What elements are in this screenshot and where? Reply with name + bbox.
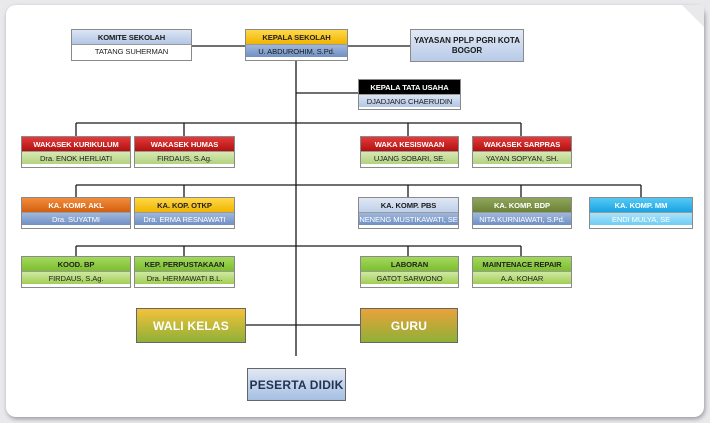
wakasek-humas-title: WAKASEK HUMAS	[135, 137, 234, 151]
laboran-title: LABORAN	[361, 257, 458, 271]
laboran-box: LABORAN GATOT SARWONO	[360, 256, 459, 288]
kood-bp-title: KOOD. BP	[22, 257, 130, 271]
yayasan-box: YAYASAN PPLP PGRI KOTA BOGOR	[410, 29, 524, 62]
komite-title: KOMITE SEKOLAH	[72, 30, 191, 44]
kop-otkp-box: KA. KOP. OTKP Dra. ERMA RESNAWATI	[134, 197, 235, 229]
laboran-name: GATOT SARWONO	[361, 271, 458, 284]
komp-bdp-title: KA. KOMP. BDP	[473, 198, 571, 212]
waka-kesiswaan-name: UJANG SOBARI, SE.	[361, 151, 458, 164]
waka-kesiswaan-title: WAKA KESISWAAN	[361, 137, 458, 151]
tata-usaha-box: KEPALA TATA USAHA DJADJANG CHAERUDIN	[358, 79, 461, 110]
komp-pbs-box: KA. KOMP. PBS NENENG MUSTIKAWATI, SE	[358, 197, 459, 229]
komp-akl-box: KA. KOMP. AKL Dra. SUYATMI	[21, 197, 131, 229]
yayasan-line1: YAYASAN PPLP PGRI KOTA	[414, 35, 520, 45]
komp-mm-title: KA. KOMP. MM	[590, 198, 692, 212]
kop-otkp-title: KA. KOP. OTKP	[135, 198, 234, 212]
kepala-sekolah-box: KEPALA SEKOLAH U. ABDUROHIM, S.Pd.	[245, 29, 348, 61]
kepala-title: KEPALA SEKOLAH	[246, 30, 347, 44]
maintenance-box: MAINTENACE REPAIR A.A. KOHAR	[472, 256, 572, 288]
komp-pbs-name: NENENG MUSTIKAWATI, SE	[359, 212, 458, 225]
perpustakaan-box: KEP. PERPUSTAKAAN Dra. HERMAWATI B.L.	[134, 256, 235, 288]
wakasek-humas-name: FIRDAUS, S.Ag.	[135, 151, 234, 164]
komite-name: TATANG SUHERMAN	[72, 44, 191, 57]
wakasek-sarpras-name: YAYAN SOPYAN, SH.	[473, 151, 571, 164]
perpustakaan-title: KEP. PERPUSTAKAAN	[135, 257, 234, 271]
wakasek-kurikulum-name: Dra. ENOK HERLIATI	[22, 151, 130, 164]
komp-bdp-box: KA. KOMP. BDP NITA KURNIAWATI, S.Pd.	[472, 197, 572, 229]
komite-sekolah-box: KOMITE SEKOLAH TATANG SUHERMAN	[71, 29, 192, 61]
tata-usaha-title: KEPALA TATA USAHA	[359, 80, 460, 94]
kepala-name: U. ABDUROHIM, S.Pd.	[246, 44, 347, 57]
perpustakaan-name: Dra. HERMAWATI B.L.	[135, 271, 234, 284]
waka-kesiswaan-box: WAKA KESISWAAN UJANG SOBARI, SE.	[360, 136, 459, 168]
wakasek-sarpras-box: WAKASEK SARPRAS YAYAN SOPYAN, SH.	[472, 136, 572, 168]
kood-bp-box: KOOD. BP FIRDAUS, S.Ag.	[21, 256, 131, 288]
wali-kelas-box: WALI KELAS	[136, 308, 246, 343]
komp-mm-box: KA. KOMP. MM ENDI MULYA, SE	[589, 197, 693, 229]
yayasan-line2: BOGOR	[451, 45, 483, 55]
kood-bp-name: FIRDAUS, S.Ag.	[22, 271, 130, 284]
komp-mm-name: ENDI MULYA, SE	[590, 212, 692, 225]
wakasek-sarpras-title: WAKASEK SARPRAS	[473, 137, 571, 151]
maintenance-name: A.A. KOHAR	[473, 271, 571, 284]
tata-usaha-name: DJADJANG CHAERUDIN	[359, 94, 460, 107]
guru-box: GURU	[360, 308, 458, 343]
wakasek-kurikulum-title: WAKASEK KURIKULUM	[22, 137, 130, 151]
komp-bdp-name: NITA KURNIAWATI, S.Pd.	[473, 212, 571, 225]
wakasek-humas-box: WAKASEK HUMAS FIRDAUS, S.Ag.	[134, 136, 235, 168]
page-corner-fold	[682, 5, 704, 27]
komp-akl-title: KA. KOMP. AKL	[22, 198, 130, 212]
komp-pbs-title: KA. KOMP. PBS	[359, 198, 458, 212]
komp-akl-name: Dra. SUYATMI	[22, 212, 130, 225]
kop-otkp-name: Dra. ERMA RESNAWATI	[135, 212, 234, 225]
wakasek-kurikulum-box: WAKASEK KURIKULUM Dra. ENOK HERLIATI	[21, 136, 131, 168]
maintenance-title: MAINTENACE REPAIR	[473, 257, 571, 271]
peserta-didik-box: PESERTA DIDIK	[247, 368, 346, 401]
